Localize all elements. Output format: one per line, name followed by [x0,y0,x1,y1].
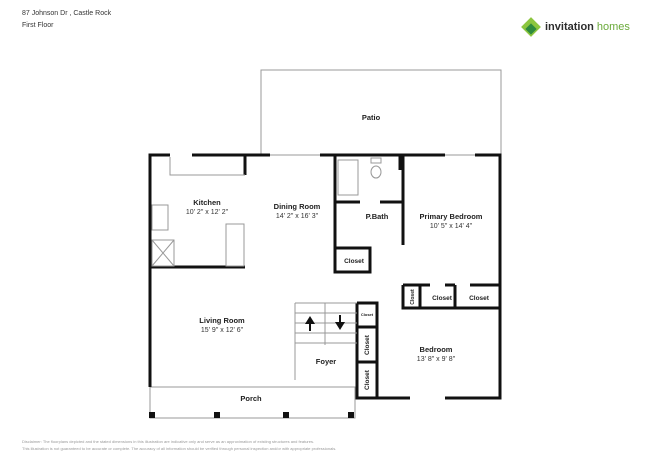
porch-area [149,386,356,419]
room-living: Living Room [199,316,245,325]
room-living-dims: 15' 9" x 12' 6" [201,327,244,334]
walls [148,153,502,400]
room-kitchen-dims: 10' 2" x 12' 2" [186,209,229,216]
room-foyer: Foyer [316,357,337,366]
closet-bedroom-1: Closet [364,334,371,355]
stair-arrows [305,315,345,331]
room-patio: Patio [362,113,381,122]
room-bedroom-dims: 13' 8" x 9' 8" [417,356,456,363]
closet-small: Closet [410,289,416,305]
room-primary: Primary Bedroom [420,212,483,221]
logo-icon [521,17,541,37]
room-primary-dims: 10' 5" x 14' 4" [430,223,473,230]
logo-word2: homes [596,21,630,33]
room-pbath: P.Bath [366,212,389,221]
room-bedroom: Bedroom [420,345,453,354]
arrow-down-icon [335,315,345,330]
address: 87 Johnson Dr , Castle Rock [22,10,112,17]
room-dining: Dining Room [274,202,321,211]
disclaimer-line1: Disclaimer: The floorplans depicted and … [22,439,315,444]
arrow-up-icon [305,316,315,331]
porch-posts [149,412,354,418]
patio-area [260,69,502,156]
room-dining-dims: 14' 2" x 16' 3" [276,213,319,220]
closet-hall: Closet [344,258,365,265]
closet-bedroom-2: Closet [364,369,371,390]
closet-stair: Closet [361,312,374,317]
room-kitchen: Kitchen [193,198,221,207]
closet-primary-1: Closet [432,295,453,302]
fixtures [151,157,382,380]
disclaimer-line2: This illustration is not guaranteed to b… [22,446,337,451]
closet-primary-2: Closet [469,295,490,302]
floor-label: First Floor [22,22,54,29]
logo-word1: invitation [545,21,594,33]
room-porch: Porch [240,394,262,403]
